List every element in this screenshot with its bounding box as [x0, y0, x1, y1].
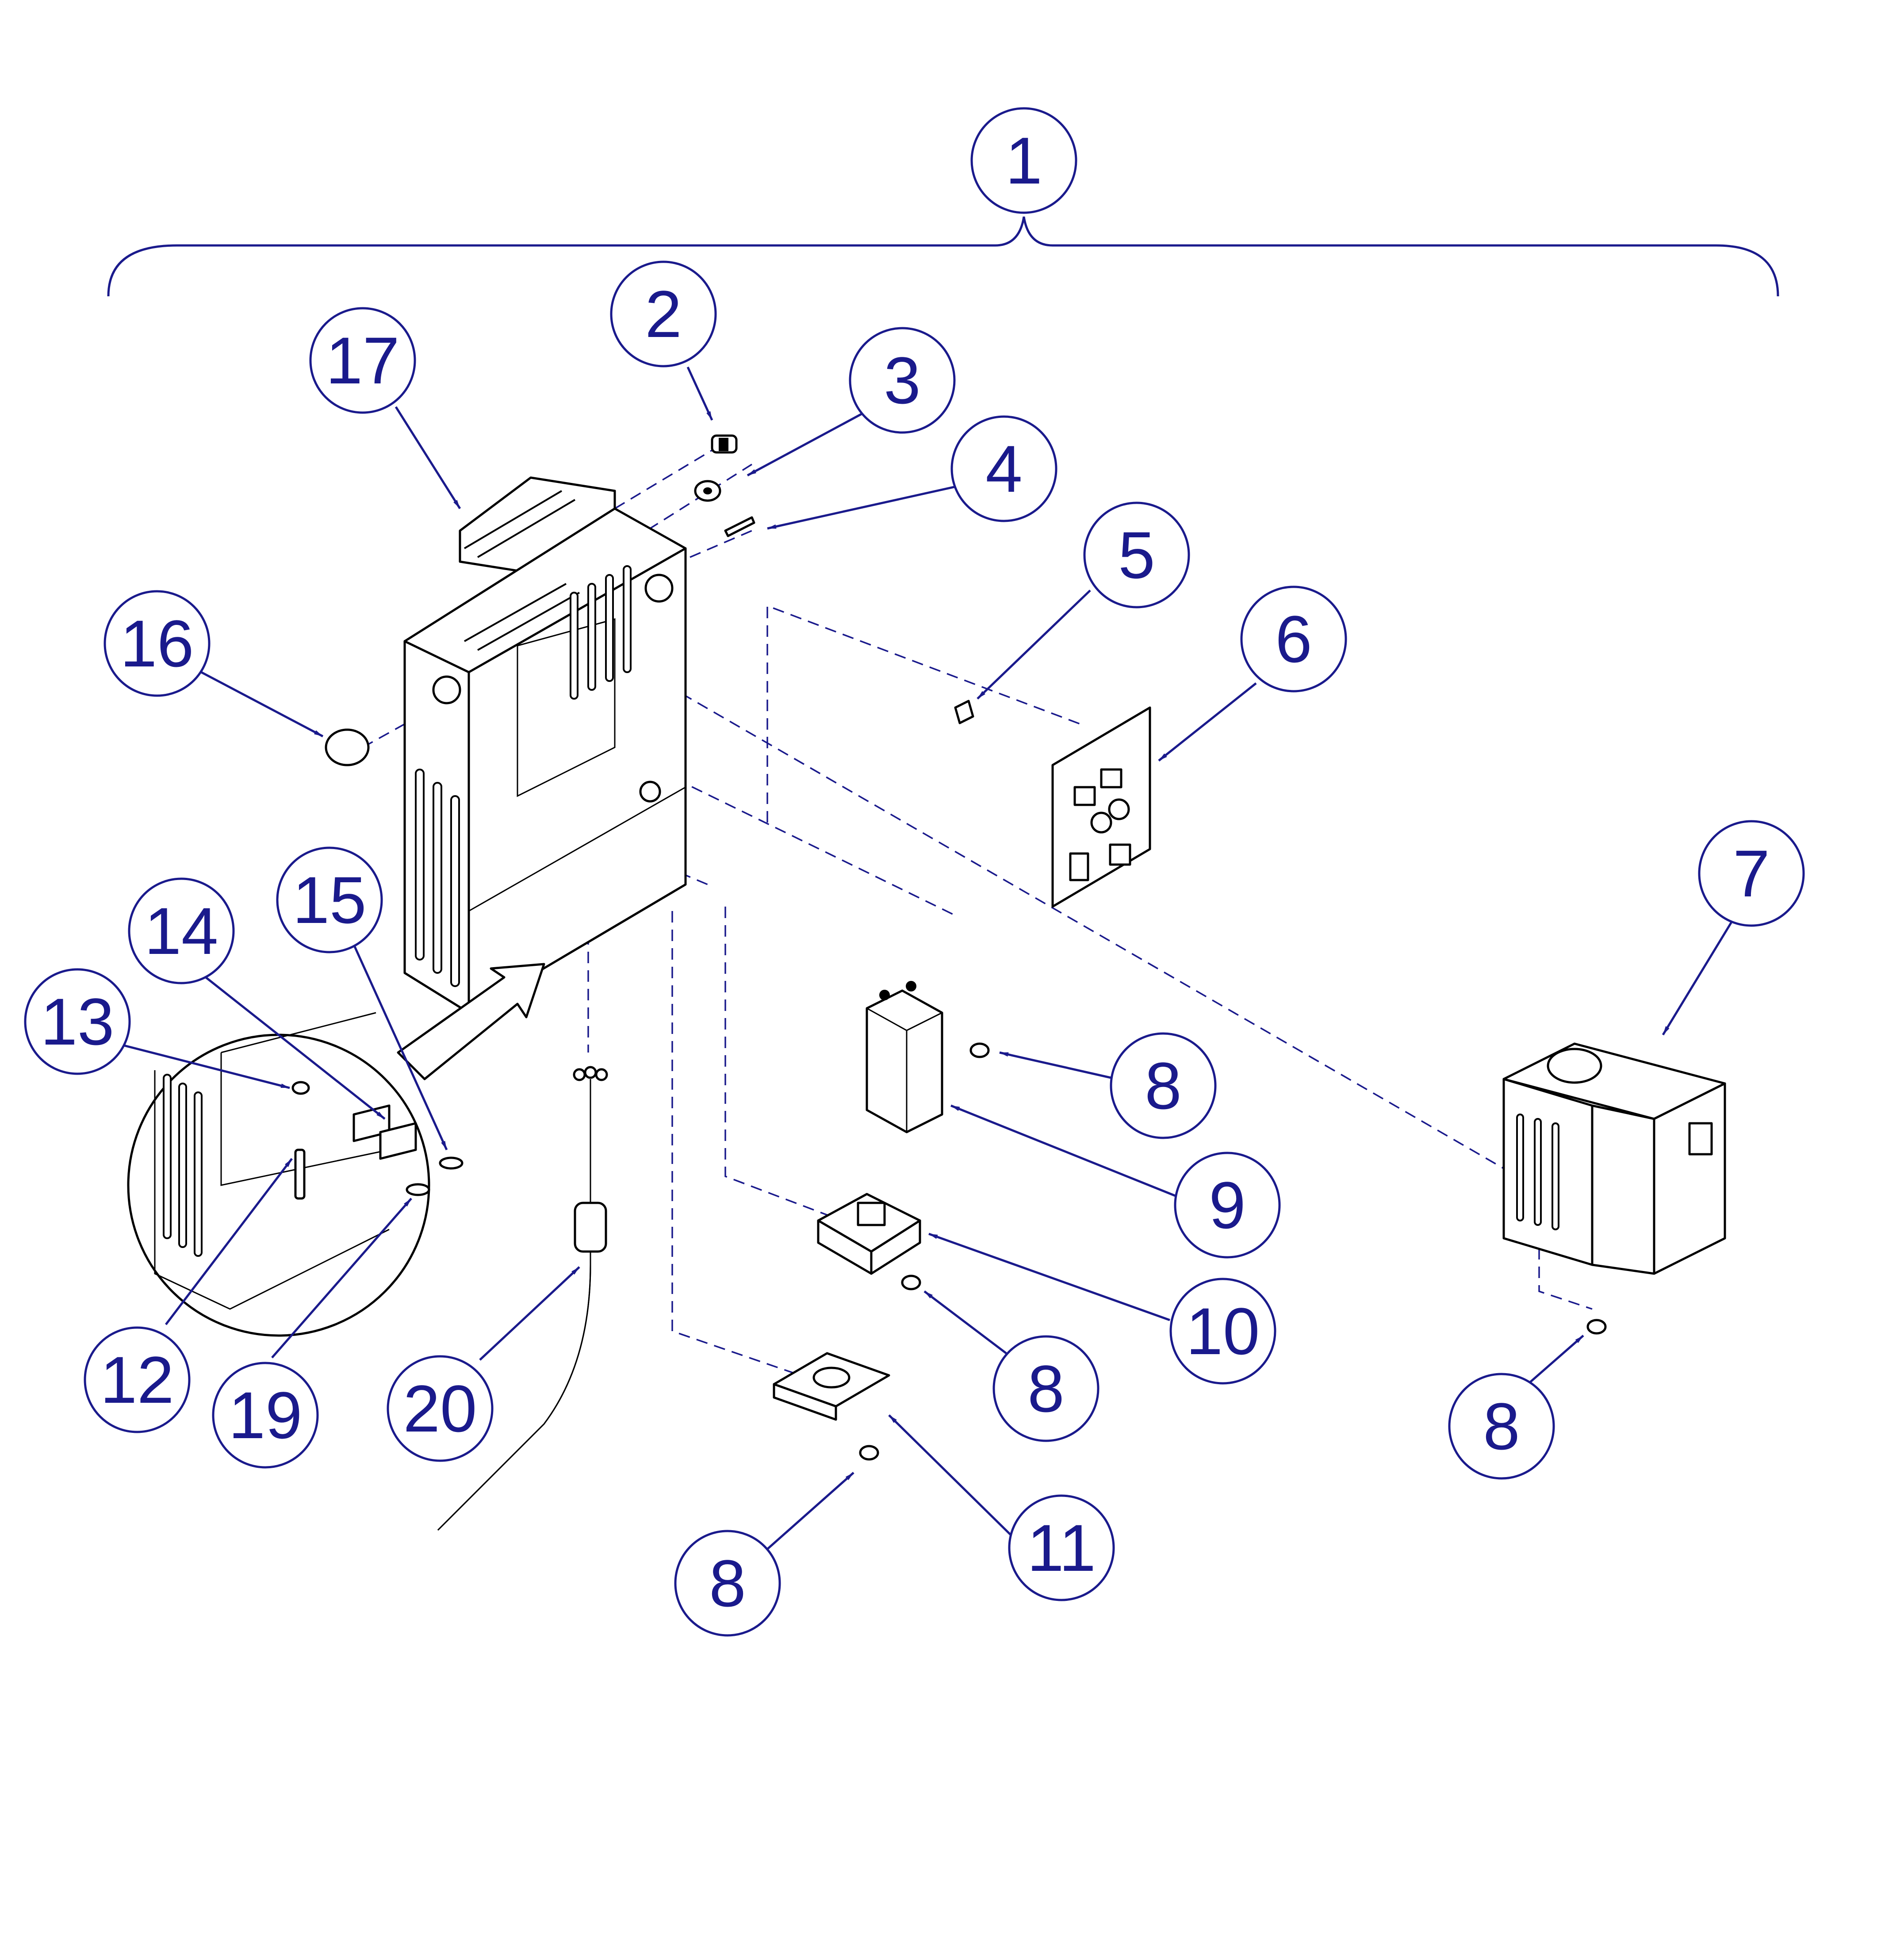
callout-8b: 8: [992, 1335, 1099, 1442]
svg-text:14: 14: [145, 894, 218, 968]
callout-6: 6: [1240, 586, 1347, 693]
detail-magnify-arrow-icon: [397, 963, 545, 1080]
callout-7: 7: [1698, 820, 1805, 927]
part-2-fitting: [711, 434, 738, 454]
svg-text:4: 4: [985, 432, 1022, 506]
callout-13: 13: [24, 968, 131, 1075]
callout-20: 20: [387, 1355, 494, 1462]
callout-5: 5: [1083, 501, 1190, 609]
svg-text:6: 6: [1275, 602, 1312, 676]
callout-3: 3: [849, 327, 956, 434]
svg-text:9: 9: [1209, 1168, 1245, 1242]
detail-slots: [163, 1074, 203, 1257]
svg-text:13: 13: [41, 984, 115, 1059]
callout-17: 17: [309, 307, 416, 414]
svg-text:3: 3: [884, 343, 920, 417]
part-3-grommet: [694, 480, 721, 502]
part-4-screw: [724, 516, 755, 537]
part-7-drive-unit: [1502, 1042, 1726, 1275]
part-6-circuit-board: [1051, 706, 1151, 908]
svg-text:12: 12: [100, 1343, 174, 1417]
callout-1: 1: [970, 107, 1077, 214]
svg-text:15: 15: [293, 863, 367, 937]
callout-8c: 8: [674, 1530, 781, 1637]
part-8-screws: [859, 1042, 1607, 1461]
callout-8a: 8: [1110, 1032, 1217, 1139]
enclosure-rear-slots: [570, 565, 632, 700]
part-11-bracket: [773, 1352, 890, 1421]
callout-12: 12: [84, 1326, 191, 1433]
callout-8d: 8: [1448, 1373, 1555, 1480]
svg-text:10: 10: [1186, 1294, 1260, 1368]
svg-text:2: 2: [645, 277, 682, 351]
leader-lines: [108, 366, 1733, 1560]
assembly-bracket: [107, 216, 1779, 297]
enclosure-top-slots: [464, 490, 580, 651]
svg-text:8: 8: [1483, 1389, 1520, 1463]
svg-text:16: 16: [120, 606, 194, 681]
callout-16: 16: [103, 590, 211, 697]
svg-text:1: 1: [1005, 123, 1042, 198]
part-10-transformer: [817, 1193, 921, 1275]
svg-text:11: 11: [1027, 1511, 1096, 1585]
svg-text:20: 20: [403, 1371, 477, 1446]
callout-4: 4: [950, 415, 1057, 522]
part-9-box: [866, 981, 943, 1133]
callout-9: 9: [1174, 1152, 1281, 1259]
callout-14: 14: [128, 877, 235, 984]
enclosure-cabinet: [403, 476, 687, 1014]
callout-15: 15: [276, 846, 383, 953]
assembly-dash-lines: [362, 441, 1593, 1376]
svg-text:8: 8: [709, 1546, 746, 1620]
part-5-clip: [954, 700, 974, 724]
part-20-cable: [437, 1066, 608, 1531]
detail-magnified-view: [127, 1012, 464, 1337]
svg-text:19: 19: [229, 1378, 303, 1452]
part-16-bushing: [325, 728, 370, 766]
svg-text:17: 17: [326, 323, 400, 398]
callout-2: 2: [610, 260, 717, 367]
enclosure-side-slots: [415, 769, 460, 987]
svg-text:8: 8: [1145, 1049, 1181, 1123]
callout-19: 19: [212, 1362, 319, 1469]
callout-11: 11: [1008, 1494, 1115, 1601]
svg-text:7: 7: [1733, 836, 1770, 911]
svg-text:5: 5: [1118, 518, 1155, 592]
callout-10: 10: [1169, 1278, 1276, 1385]
svg-text:8: 8: [1027, 1351, 1064, 1426]
